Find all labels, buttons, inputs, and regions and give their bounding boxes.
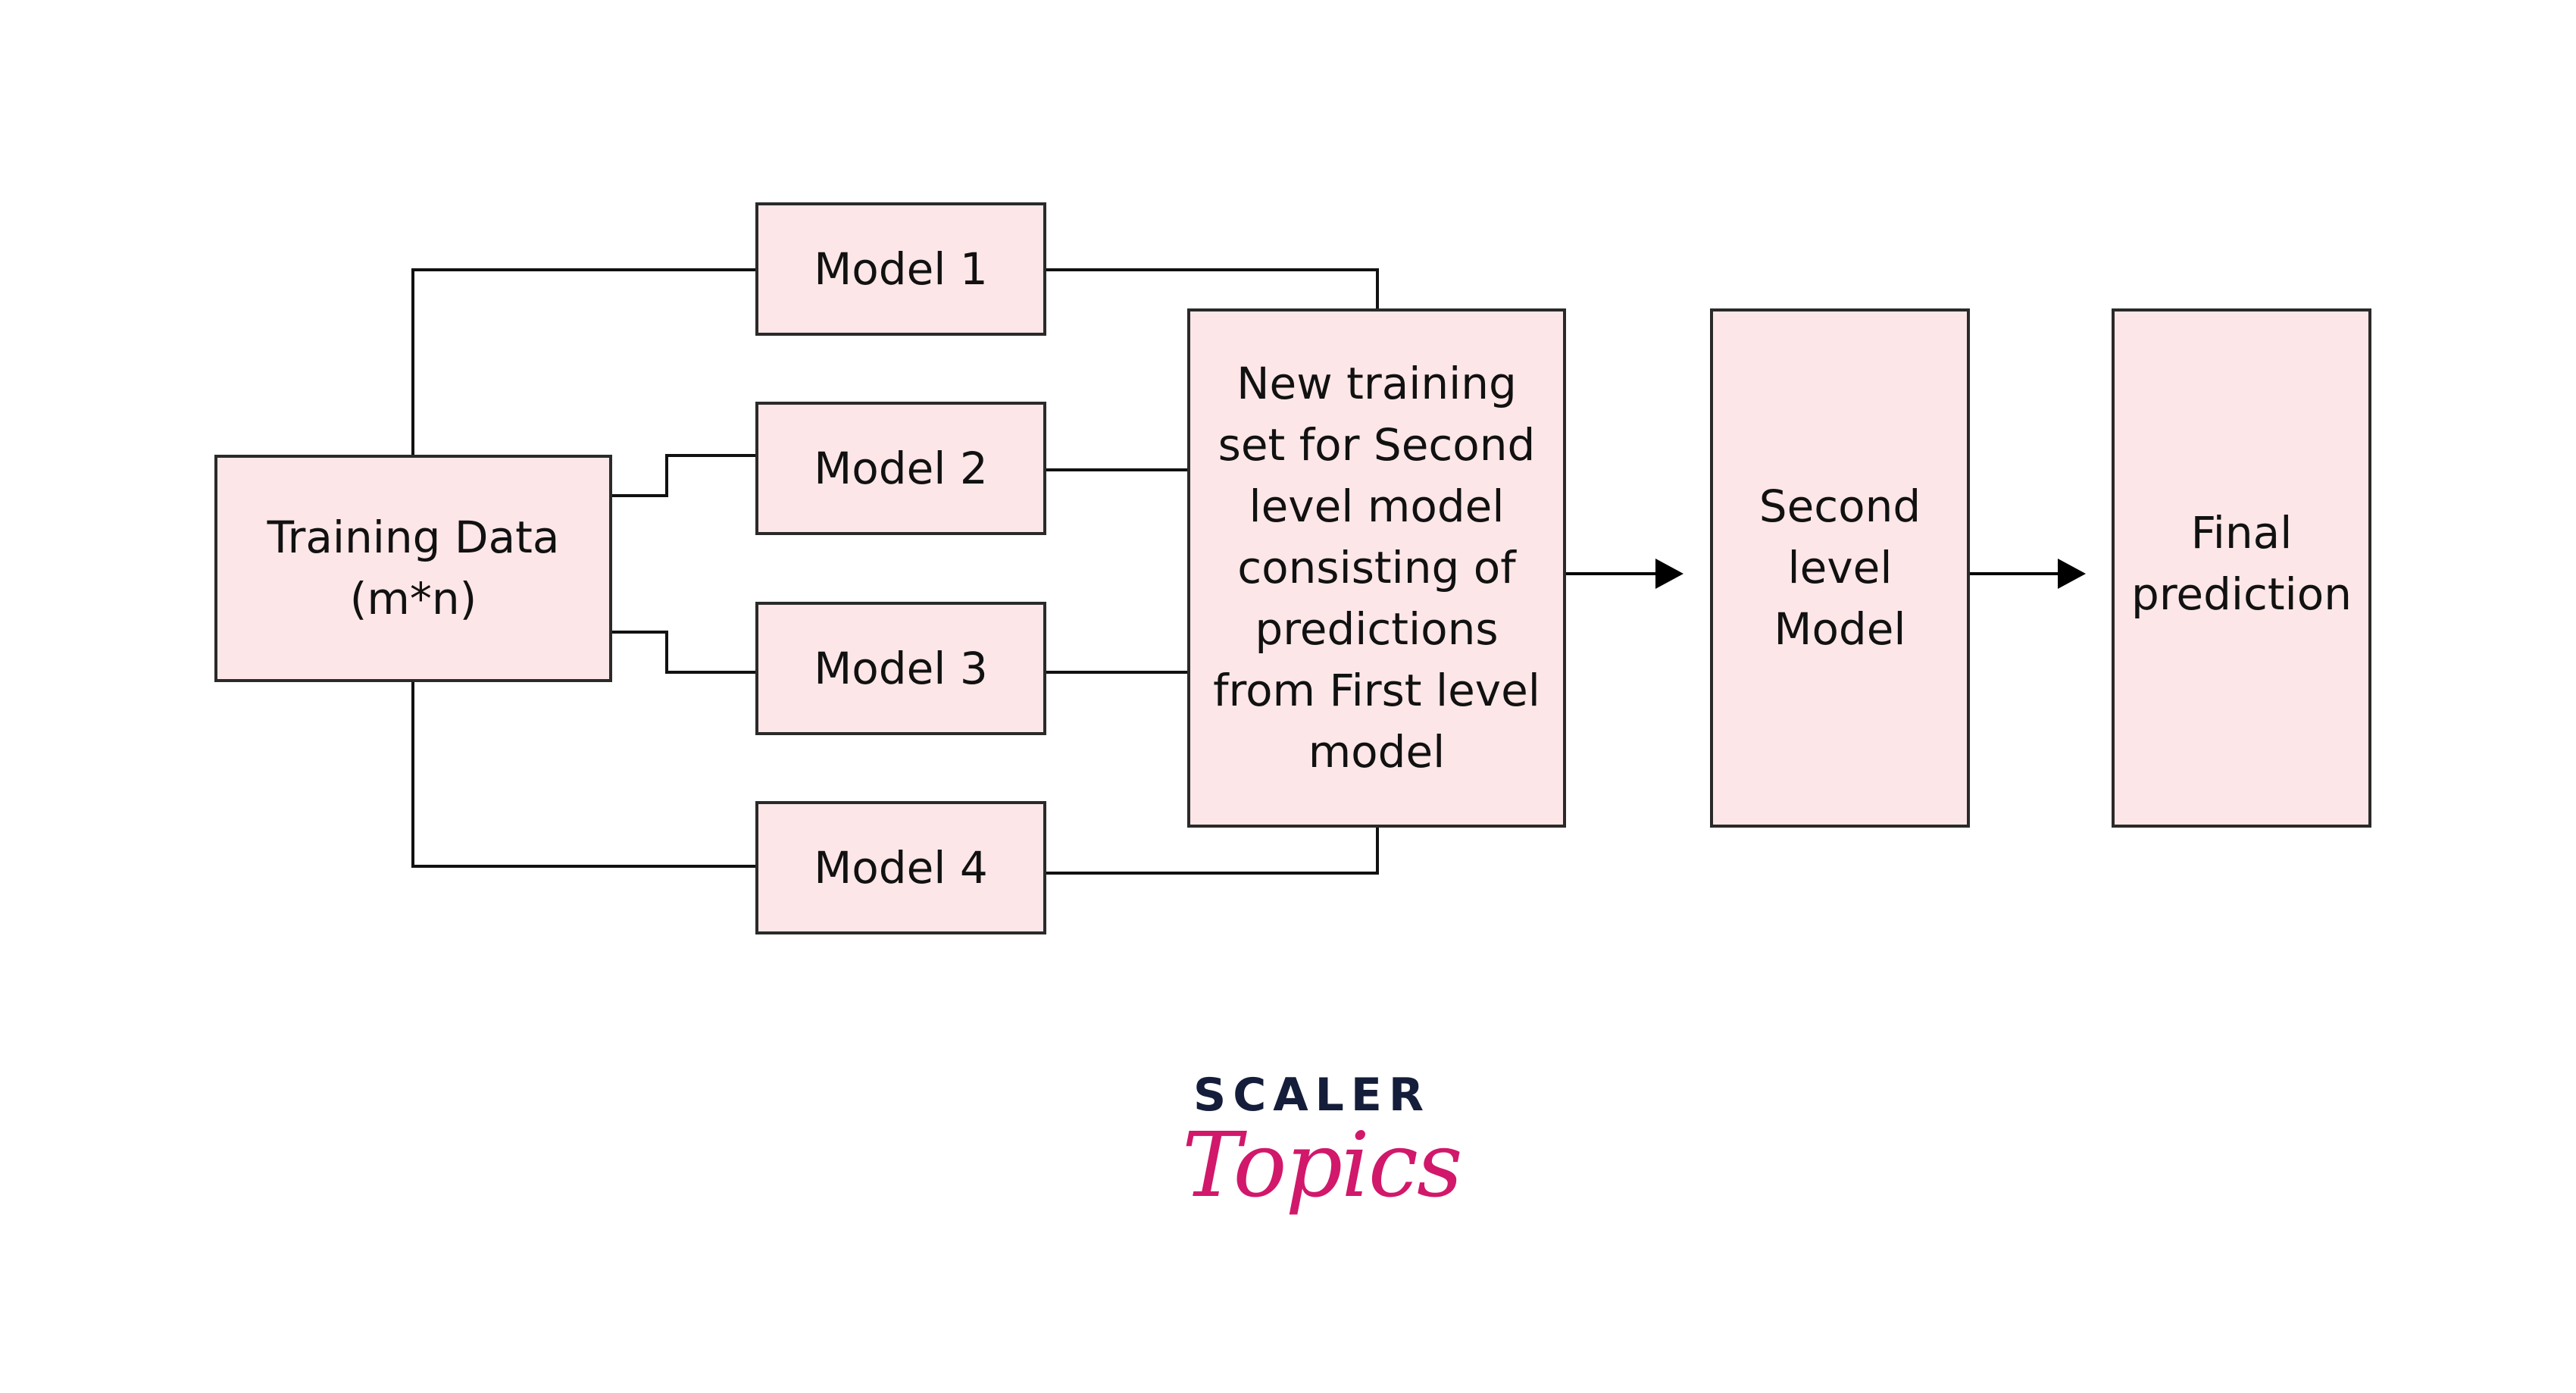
final-prediction-box: Final prediction: [2112, 308, 2371, 828]
edge-model-4-to-new-set: [1046, 828, 1379, 875]
model-1-box: Model 1: [755, 202, 1046, 336]
arrowhead-icon: [2058, 559, 2086, 589]
arrowhead-icon: [1655, 559, 1683, 589]
logo-wordmark-bottom: Topics: [1182, 1113, 1463, 1217]
edge-model-1-to-new-set: [1046, 268, 1379, 308]
edge-training-to-model-3: [612, 631, 755, 674]
second-level-model-box: Second level Model: [1710, 308, 1970, 828]
edge-training-to-model-1: [411, 268, 755, 455]
training-data-box: Training Data (m*n): [214, 455, 612, 682]
new-training-set-box: New training set for Second level model …: [1187, 308, 1566, 828]
model-4-box: Model 4: [755, 801, 1046, 934]
model-3-box: Model 3: [755, 602, 1046, 735]
model-2-box: Model 2: [755, 402, 1046, 535]
edge-training-to-model-4: [411, 682, 755, 868]
edge-training-to-model-2: [612, 454, 755, 497]
logo-wordmark-top: SCALER: [1193, 1069, 1431, 1122]
